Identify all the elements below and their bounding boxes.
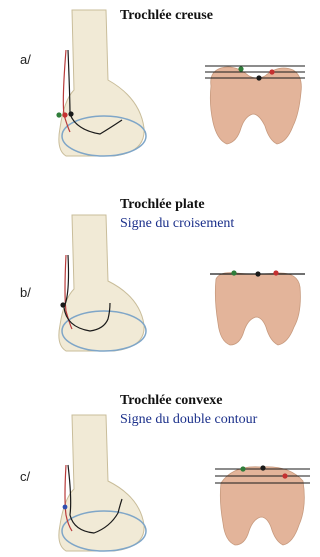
femur-shaft-a — [59, 10, 144, 156]
panel-b-title: Trochlée plate — [120, 197, 205, 213]
marker-green-a — [56, 112, 61, 117]
cross-section-c — [215, 463, 310, 555]
marker-blue-c — [63, 505, 68, 510]
femur-lateral-view-c — [50, 415, 160, 555]
panel-a-label: a/ — [20, 52, 31, 67]
marker-red-section-a — [269, 69, 274, 74]
panel-a: Trochlée creuse a/ — [0, 0, 320, 180]
marker-black-section-b — [255, 271, 260, 276]
cross-section-shape-b — [215, 273, 300, 345]
marker-red-a — [62, 112, 67, 117]
femur-lateral-view-b — [50, 215, 160, 355]
femur-shaft-b — [59, 215, 144, 351]
femur-lateral-view-a — [50, 10, 160, 160]
panel-c-title: Trochlée convexe — [120, 393, 223, 409]
marker-black-section-c — [260, 465, 265, 470]
marker-black-a — [68, 111, 73, 116]
cross-section-shape-c — [220, 467, 304, 545]
marker-black-section-a — [256, 75, 261, 80]
marker-green-section-b — [231, 270, 236, 275]
marker-black-b — [60, 302, 65, 307]
cross-section-a — [205, 60, 305, 155]
panel-b: Trochlée plate Signe du croisement b/ — [0, 185, 320, 370]
marker-green-section-a — [238, 66, 243, 71]
marker-green-section-c — [240, 466, 245, 471]
cross-section-b — [210, 265, 305, 355]
panel-b-label: b/ — [20, 285, 31, 300]
panel-c: Trochlée convexe Signe du double contour… — [0, 375, 320, 557]
marker-red-section-c — [282, 473, 287, 478]
panel-c-label: c/ — [20, 469, 30, 484]
cross-section-shape-a — [210, 67, 301, 144]
marker-red-section-b — [273, 270, 278, 275]
